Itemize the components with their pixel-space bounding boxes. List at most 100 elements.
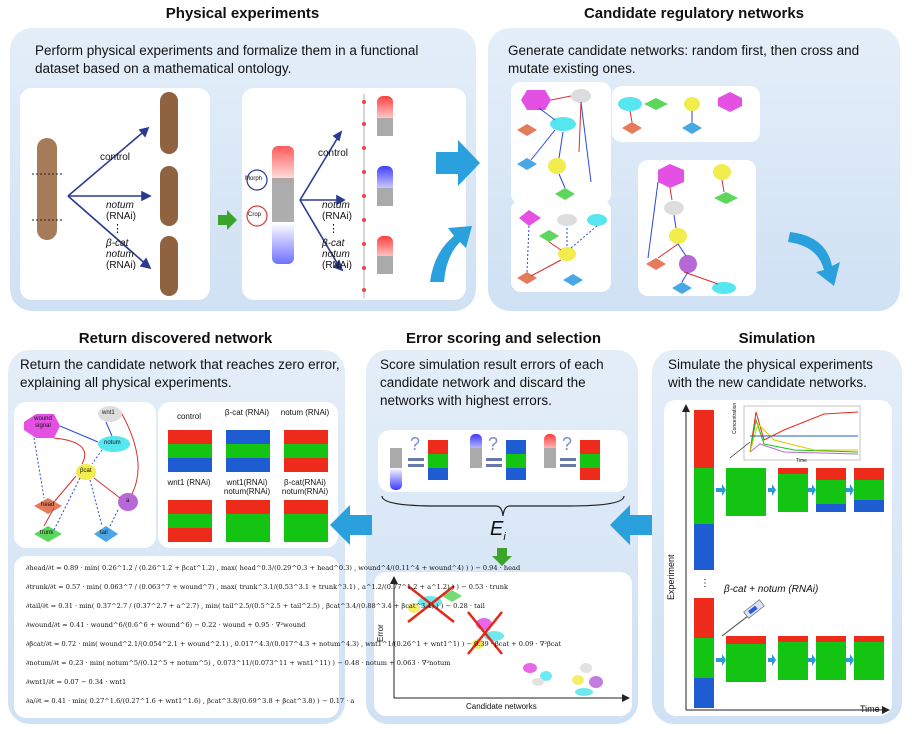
return-panel: Return the candidate network that reache…: [8, 350, 561, 724]
equation-a: ∂a/∂t = 0.41 · min( 0.27^1.6/(0.27^1.6 +…: [26, 697, 355, 705]
grid-bar-control: [168, 430, 212, 472]
grid-label-control: control: [176, 412, 201, 421]
node-wound: [24, 414, 60, 438]
inset-xlabel: Time: [796, 458, 807, 464]
candidate-net-4: [638, 160, 756, 296]
grid-bar-notum: [284, 430, 328, 472]
label-trunk: trunk: [40, 530, 54, 536]
crop-node: [246, 205, 268, 227]
label-wnt1: wnt1: [102, 410, 115, 416]
grid-label-bcat-notum: β-cat(RNAi) notum(RNAi): [281, 478, 329, 496]
label-notum-2: notum: [106, 249, 134, 260]
simulation-panel: Simulate the physical experiments with t…: [652, 350, 902, 724]
return-title: Return discovered network: [78, 330, 273, 347]
label-notum: notum: [106, 200, 134, 211]
candidate-net-2: [612, 86, 760, 142]
flow-arrow-down-icon: [788, 232, 840, 286]
flow-arrow-left-icon-2: [330, 505, 372, 545]
candidate-description: Generate candidate networks: random firs…: [508, 43, 860, 76]
grid-bar-bcat: [226, 430, 270, 472]
green-down-arrow-icon: [492, 548, 512, 566]
inset-ylabel: Concentration: [732, 402, 738, 434]
scoring-description: Score simulation result errors of each c…: [380, 357, 604, 408]
scoring-panel: Score simulation result errors of each c…: [366, 350, 638, 724]
error-plot-box: Error Candidate networks: [374, 572, 632, 716]
label-dots-f: ⋮: [328, 223, 339, 235]
worm-control: [160, 92, 178, 154]
label-control-f: control: [318, 148, 349, 159]
grid-bar-wnt1-notum: [226, 500, 270, 542]
simulation-description: Simulate the physical experiments with t…: [668, 357, 873, 390]
worm-bcat-notum: [160, 236, 178, 296]
equation-trunk: ∂trunk/∂t = 0.57 · min( 0.063^7 / (0.063…: [26, 583, 508, 591]
label-rnai-2: (RNAi): [106, 260, 136, 271]
label-notum-node: notum: [104, 440, 121, 446]
label-bcat-node: βcat: [80, 468, 92, 474]
question-icon-1: ?: [410, 434, 421, 454]
node-wnt1: [98, 406, 122, 422]
node-tail: [94, 526, 118, 542]
question-icon-3: ?: [562, 434, 573, 454]
node-head: [34, 498, 62, 514]
physical-description: Perform physical experiments and formali…: [35, 43, 419, 76]
outcome-grid-box: control β-cat (RNAi) notum (RNAi) wnt1 (…: [158, 402, 338, 548]
node-trunk: [34, 526, 62, 542]
comparison-box: ? ? ?: [378, 430, 628, 492]
grid-label-notum: notum (RNAi): [280, 408, 330, 417]
formalized-diagram: [246, 94, 393, 298]
flow-arrow-right-icon: [436, 140, 480, 186]
crop-label: Crop: [248, 212, 262, 218]
grid-label-wnt1: wnt1 (RNAi): [167, 478, 211, 487]
syringe-icon: [721, 599, 765, 637]
error-subscript: i: [503, 531, 506, 543]
branch-arrows: [67, 126, 152, 270]
scoring-title: Error scoring and selection: [405, 330, 602, 347]
label-wound: wound signal: [34, 416, 52, 429]
physical-panel: Perform physical experiments and formali…: [10, 28, 476, 311]
flow-arrow-up-icon: [430, 226, 472, 282]
error-plot: [390, 576, 630, 702]
label-notum-f2: notum: [322, 249, 350, 260]
morph-node: [246, 169, 268, 191]
green-arrow-icon: [218, 210, 237, 230]
error-symbol: E: [490, 518, 504, 540]
formalized-box: Morph Crop control notum (RNAi) ⋮ β-cat …: [242, 88, 466, 300]
grid-label-bcat: β-cat (RNAi): [224, 408, 270, 417]
label-control: control: [100, 152, 131, 163]
grid-bar-bcat-notum: [284, 500, 328, 542]
error-label: Ei: [490, 518, 506, 543]
grid-bar-wnt1: [168, 500, 212, 542]
flow-arrow-left-icon-1: [610, 505, 652, 545]
label-rnai-1: (RNAi): [106, 211, 136, 222]
label-bcat-f: β-cat: [322, 238, 345, 249]
label-rnai-f2: (RNAi): [322, 260, 352, 271]
equation-wnt1: ∂wnt1/∂t = 0.07 − 0.34 · wnt1: [26, 678, 127, 686]
equation-bcat: ∂βcat/∂t = 0.72 · min( wound^2.1/(0.054^…: [26, 640, 562, 648]
return-description: Return the candidate network that reache…: [20, 357, 340, 390]
time-axis-label: Time: [860, 704, 880, 714]
node-bcat: [76, 464, 96, 480]
equations-box: ∂head/∂t = 0.89 · min( 0.26^1.2 / (0.26^…: [14, 556, 561, 718]
label-head: head: [41, 502, 55, 508]
worm-experiment-diagram: [32, 92, 178, 296]
simulation-box: ⋮ Concentration Time β-cat + notum (RNAi…: [664, 400, 892, 716]
label-a: a: [126, 498, 130, 504]
label-notum-f: notum: [322, 200, 350, 211]
candidate-net-3: [511, 200, 611, 292]
worm-experiments-box: control notum (RNAi) ⋮ β-cat notum (RNAi…: [20, 88, 210, 300]
physical-title: Physical experiments: [165, 5, 320, 22]
worm-notum: [160, 166, 178, 226]
label-bcat: β-cat: [106, 238, 129, 249]
question-icon-2: ?: [488, 434, 499, 454]
node-a: [118, 493, 138, 511]
equation-notum: ∂notum/∂t = 0.23 · min( notum^5/(0.12^5 …: [26, 659, 451, 667]
treatment-label: β-cat + notum (RNAi): [724, 584, 819, 595]
simulation-chart: ⋮: [682, 404, 890, 714]
equation-wound: ∂wound/∂t = 0.41 · wound^6/(0.6^6 + woun…: [26, 621, 306, 629]
svg-text:⋮: ⋮: [700, 578, 710, 589]
discovered-network-box: wound signal wnt1 notum βcat head a trun…: [14, 402, 156, 548]
label-rnai-f1: (RNAi): [322, 211, 352, 222]
experiment-axis-label: Experiment: [666, 554, 676, 600]
worm-source: [37, 138, 57, 240]
error-brace: [381, 495, 625, 517]
